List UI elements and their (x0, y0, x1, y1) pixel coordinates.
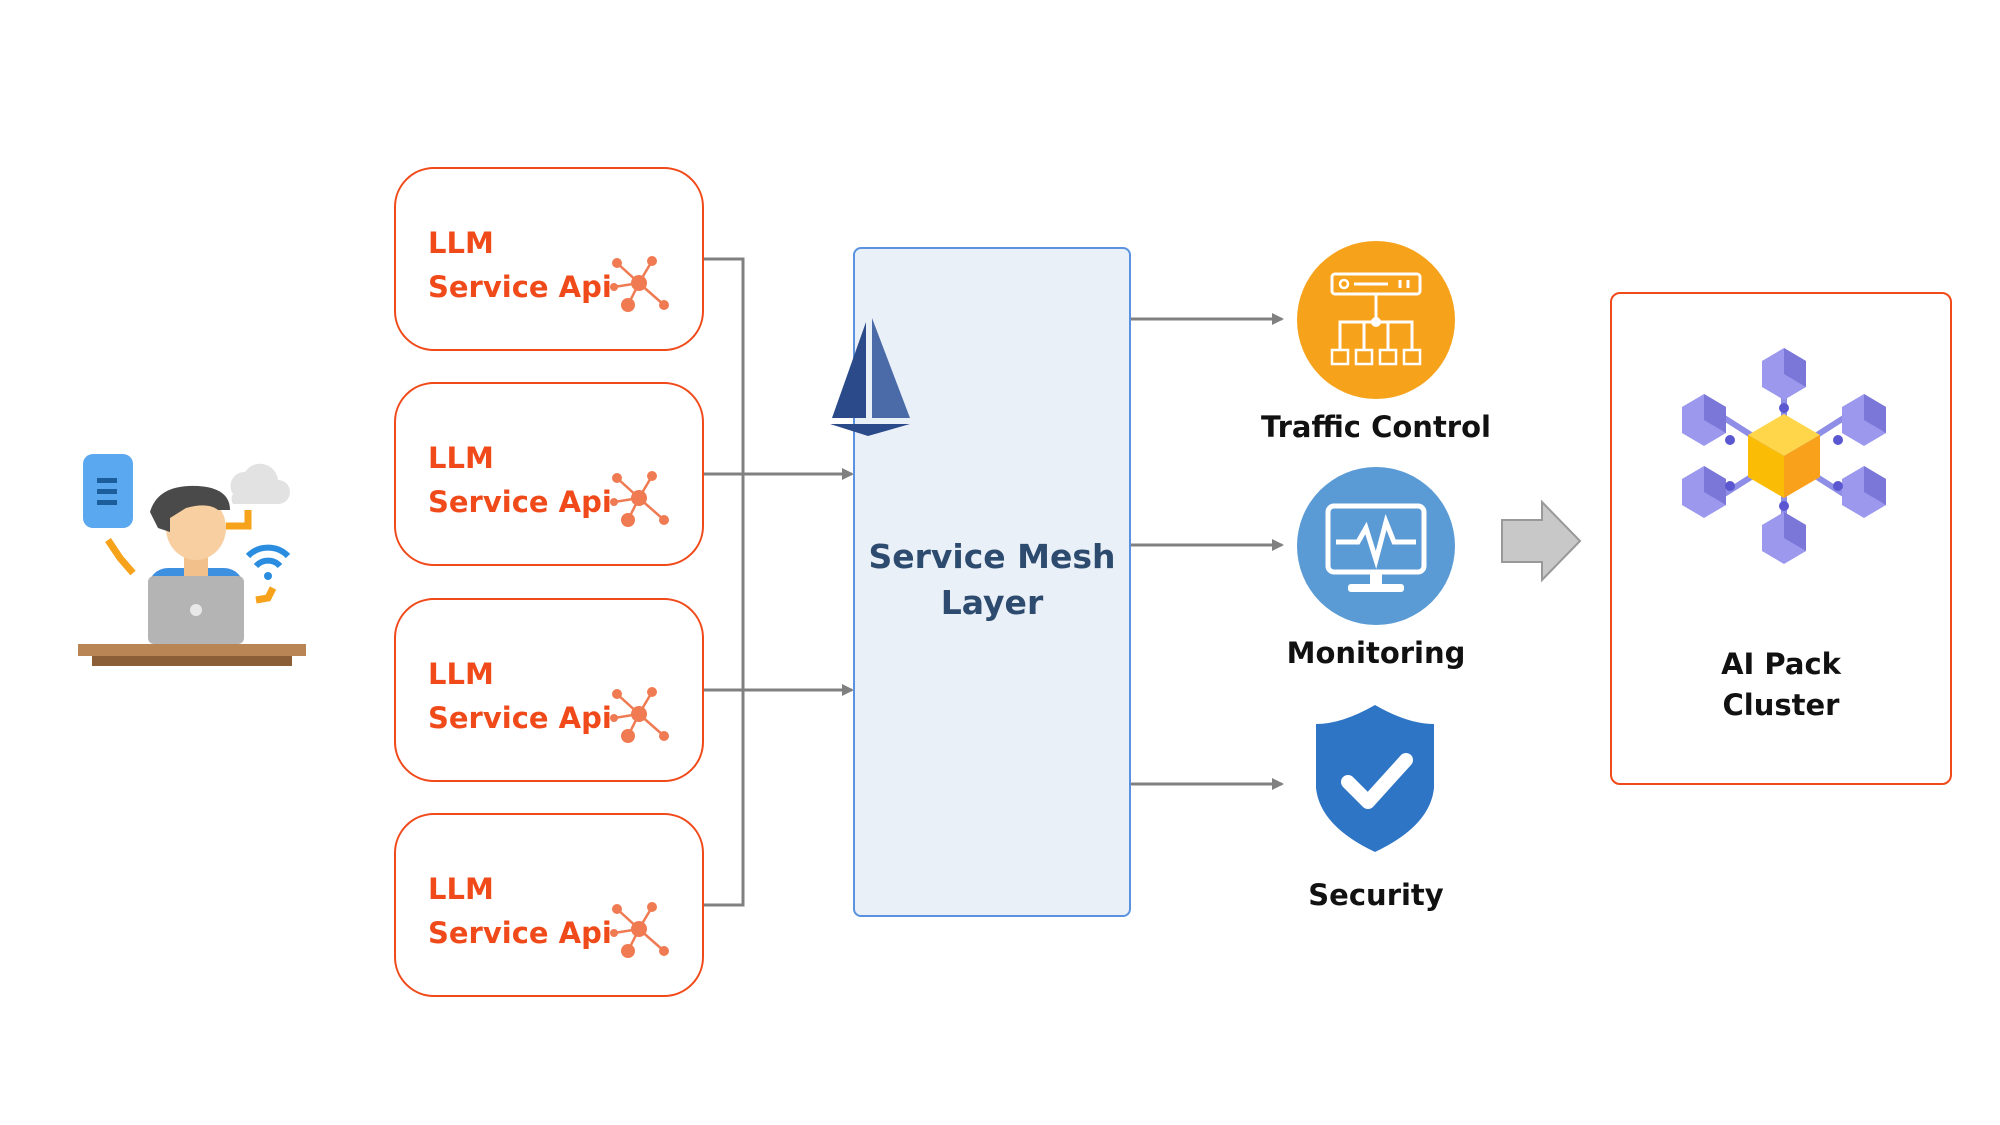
llm-service-box: LLM Service Api (394, 813, 704, 997)
ai-pack-cluster-label: AI Pack Cluster (1612, 644, 1950, 726)
llm-label: LLM (428, 872, 494, 906)
cluster-label-line1: AI Pack (1721, 647, 1841, 681)
llm-service-label: LLM Service Api (428, 652, 612, 740)
service-api-label: Service Api (428, 270, 612, 304)
network-node-icon (610, 687, 669, 743)
security-label: Security (1308, 878, 1444, 912)
service-mesh-title: Service Mesh Layer (855, 534, 1129, 626)
llm-service-label: LLM Service Api (428, 867, 612, 955)
service-api-label: Service Api (428, 916, 612, 950)
service-api-label: Service Api (428, 485, 612, 519)
llm-service-box: LLM Service Api (394, 598, 704, 782)
llm-label: LLM (428, 441, 494, 475)
llm-service-label: LLM Service Api (428, 436, 612, 524)
service-mesh-title-line2: Layer (940, 583, 1044, 622)
monitor-icon (1297, 467, 1455, 625)
llm-service-label: LLM Service Api (428, 221, 612, 309)
network-node-icon (610, 256, 669, 312)
shield-check-icon (1316, 705, 1434, 852)
network-node-icon (610, 471, 669, 527)
service-api-label: Service Api (428, 701, 612, 735)
llm-service-box: LLM Service Api (394, 382, 704, 566)
llm-service-box: LLM Service Api (394, 167, 704, 351)
developer-illustration (78, 454, 306, 666)
llm-label: LLM (428, 226, 494, 260)
traffic-control-label: Traffic Control (1261, 410, 1491, 444)
ai-pack-cluster-box: AI Pack Cluster (1610, 292, 1952, 785)
cluster-hexagon-icon (1682, 348, 1886, 564)
sail-logo-icon (830, 318, 910, 436)
cluster-arrow (1501, 499, 1582, 583)
network-node-icon (610, 902, 669, 958)
service-bus-line (704, 257, 745, 907)
service-mesh-layer: Service Mesh Layer (853, 247, 1131, 917)
llm-label: LLM (428, 657, 494, 691)
traffic-control-icon (1297, 241, 1455, 399)
service-mesh-title-line1: Service Mesh (868, 537, 1116, 576)
cluster-label-line2: Cluster (1722, 688, 1840, 722)
monitoring-label: Monitoring (1286, 636, 1466, 670)
